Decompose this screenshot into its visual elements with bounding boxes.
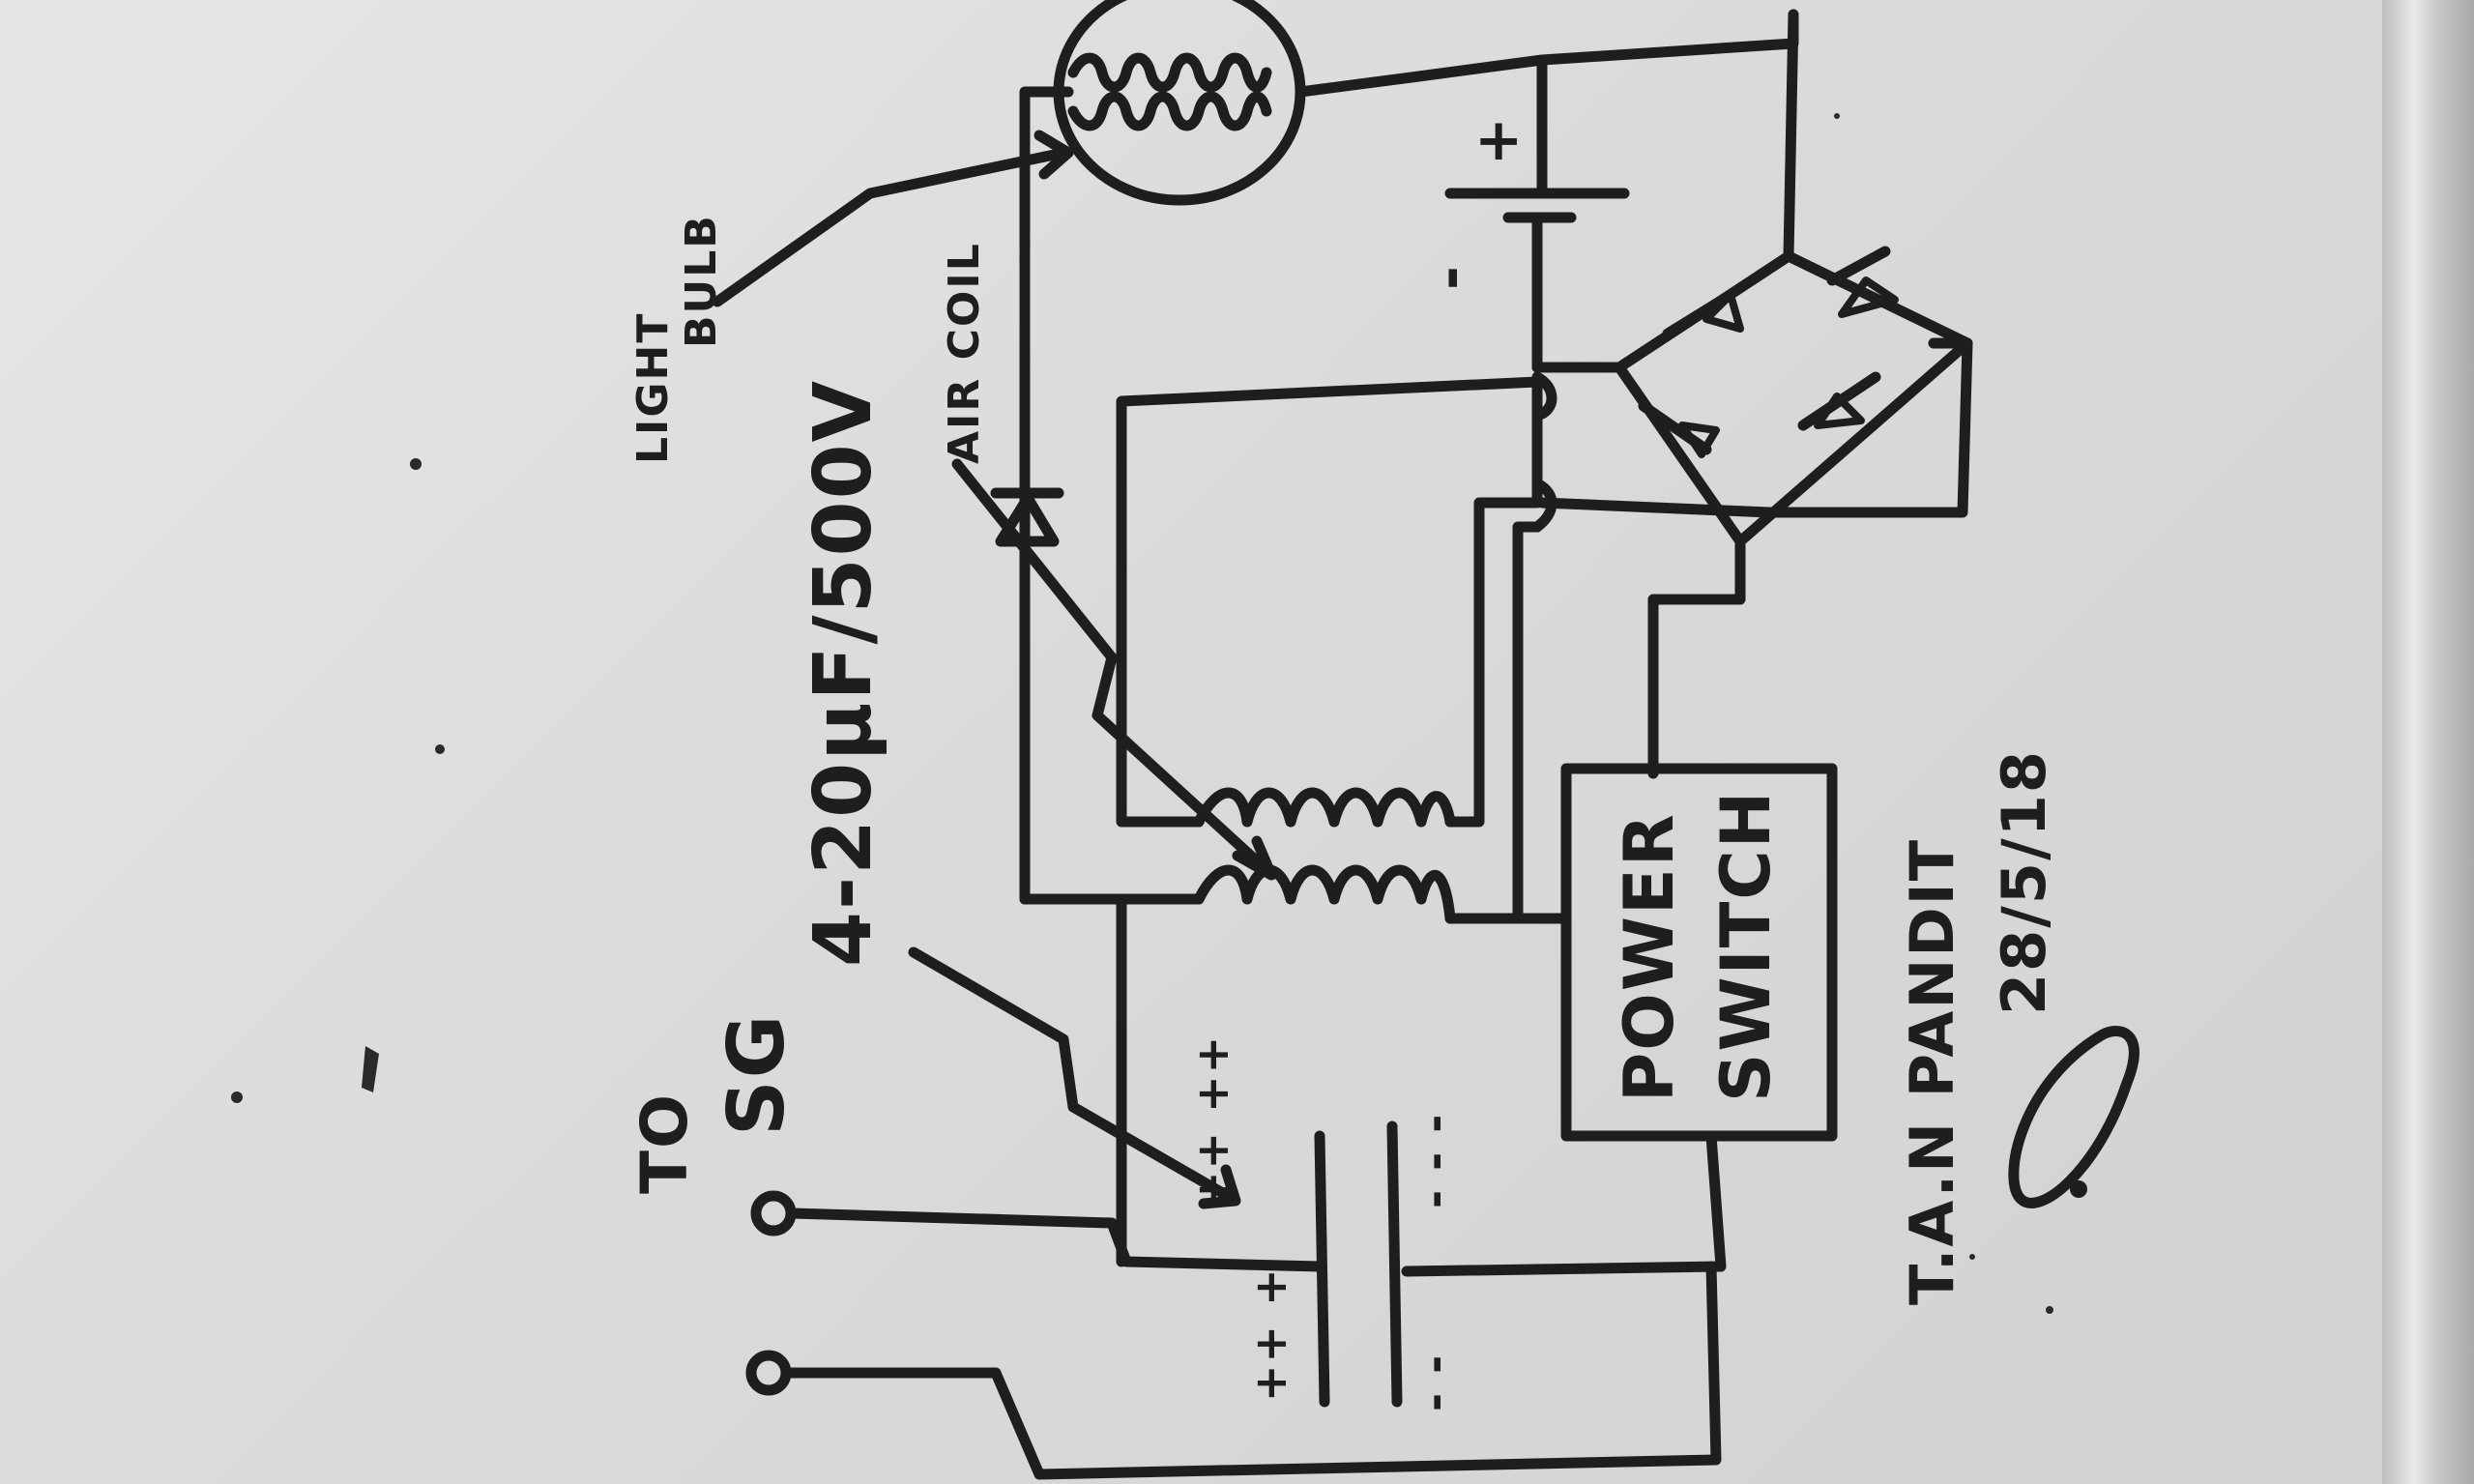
battery-icon bbox=[1444, 188, 1630, 223]
coil-icon bbox=[1193, 787, 1456, 924]
light-bulb-label-line1: LIGHT bbox=[628, 312, 678, 464]
to-sg-label-line1: TO bbox=[627, 1092, 702, 1194]
capacitor-spec-label: 4-20μF/500V bbox=[798, 379, 889, 967]
air-coil-pointer bbox=[951, 458, 1272, 876]
light-bulb-pointer bbox=[712, 147, 1069, 307]
capacitor-plus-bottom: ++ + bbox=[1244, 1266, 1296, 1402]
whiteboard-frame-edge bbox=[2382, 0, 2474, 1484]
battery-plus-label: + bbox=[1474, 106, 1525, 174]
light-bulb-pointer-arrow bbox=[1033, 130, 1074, 180]
capacitor-minus-top: - - - bbox=[1409, 1113, 1461, 1208]
capacitor-icon bbox=[1314, 1120, 1403, 1408]
battery-minus-label: - bbox=[1416, 264, 1484, 290]
bridge-rectifier-icon bbox=[1614, 246, 1973, 547]
board-specks bbox=[231, 113, 2053, 1314]
power-switch-box bbox=[1560, 763, 1838, 1142]
power-switch-label-line2: SWITCH bbox=[1706, 790, 1786, 1102]
light-bulb-icon bbox=[1053, 0, 1306, 206]
date-label: 28/5/18 bbox=[1989, 749, 2059, 1015]
circuit-wires bbox=[782, 9, 1973, 1480]
author-label: T.A.N PANDIT bbox=[1897, 838, 1967, 1305]
capacitor-pointer bbox=[908, 946, 1238, 1205]
to-sg-label-line2: SG bbox=[712, 1013, 801, 1136]
terminal-icon bbox=[745, 1190, 797, 1396]
air-coil-label: AIR COIL bbox=[940, 242, 989, 464]
diode-icon bbox=[990, 487, 1064, 547]
signature-icon bbox=[2008, 1026, 2139, 1208]
capacitor-minus-bottom: - - bbox=[1409, 1353, 1461, 1411]
power-switch-label-line1: POWER bbox=[1610, 812, 1689, 1102]
capacitor-pointer-arrow bbox=[1198, 1164, 1241, 1209]
light-bulb-label-line2: BULB bbox=[677, 214, 726, 348]
